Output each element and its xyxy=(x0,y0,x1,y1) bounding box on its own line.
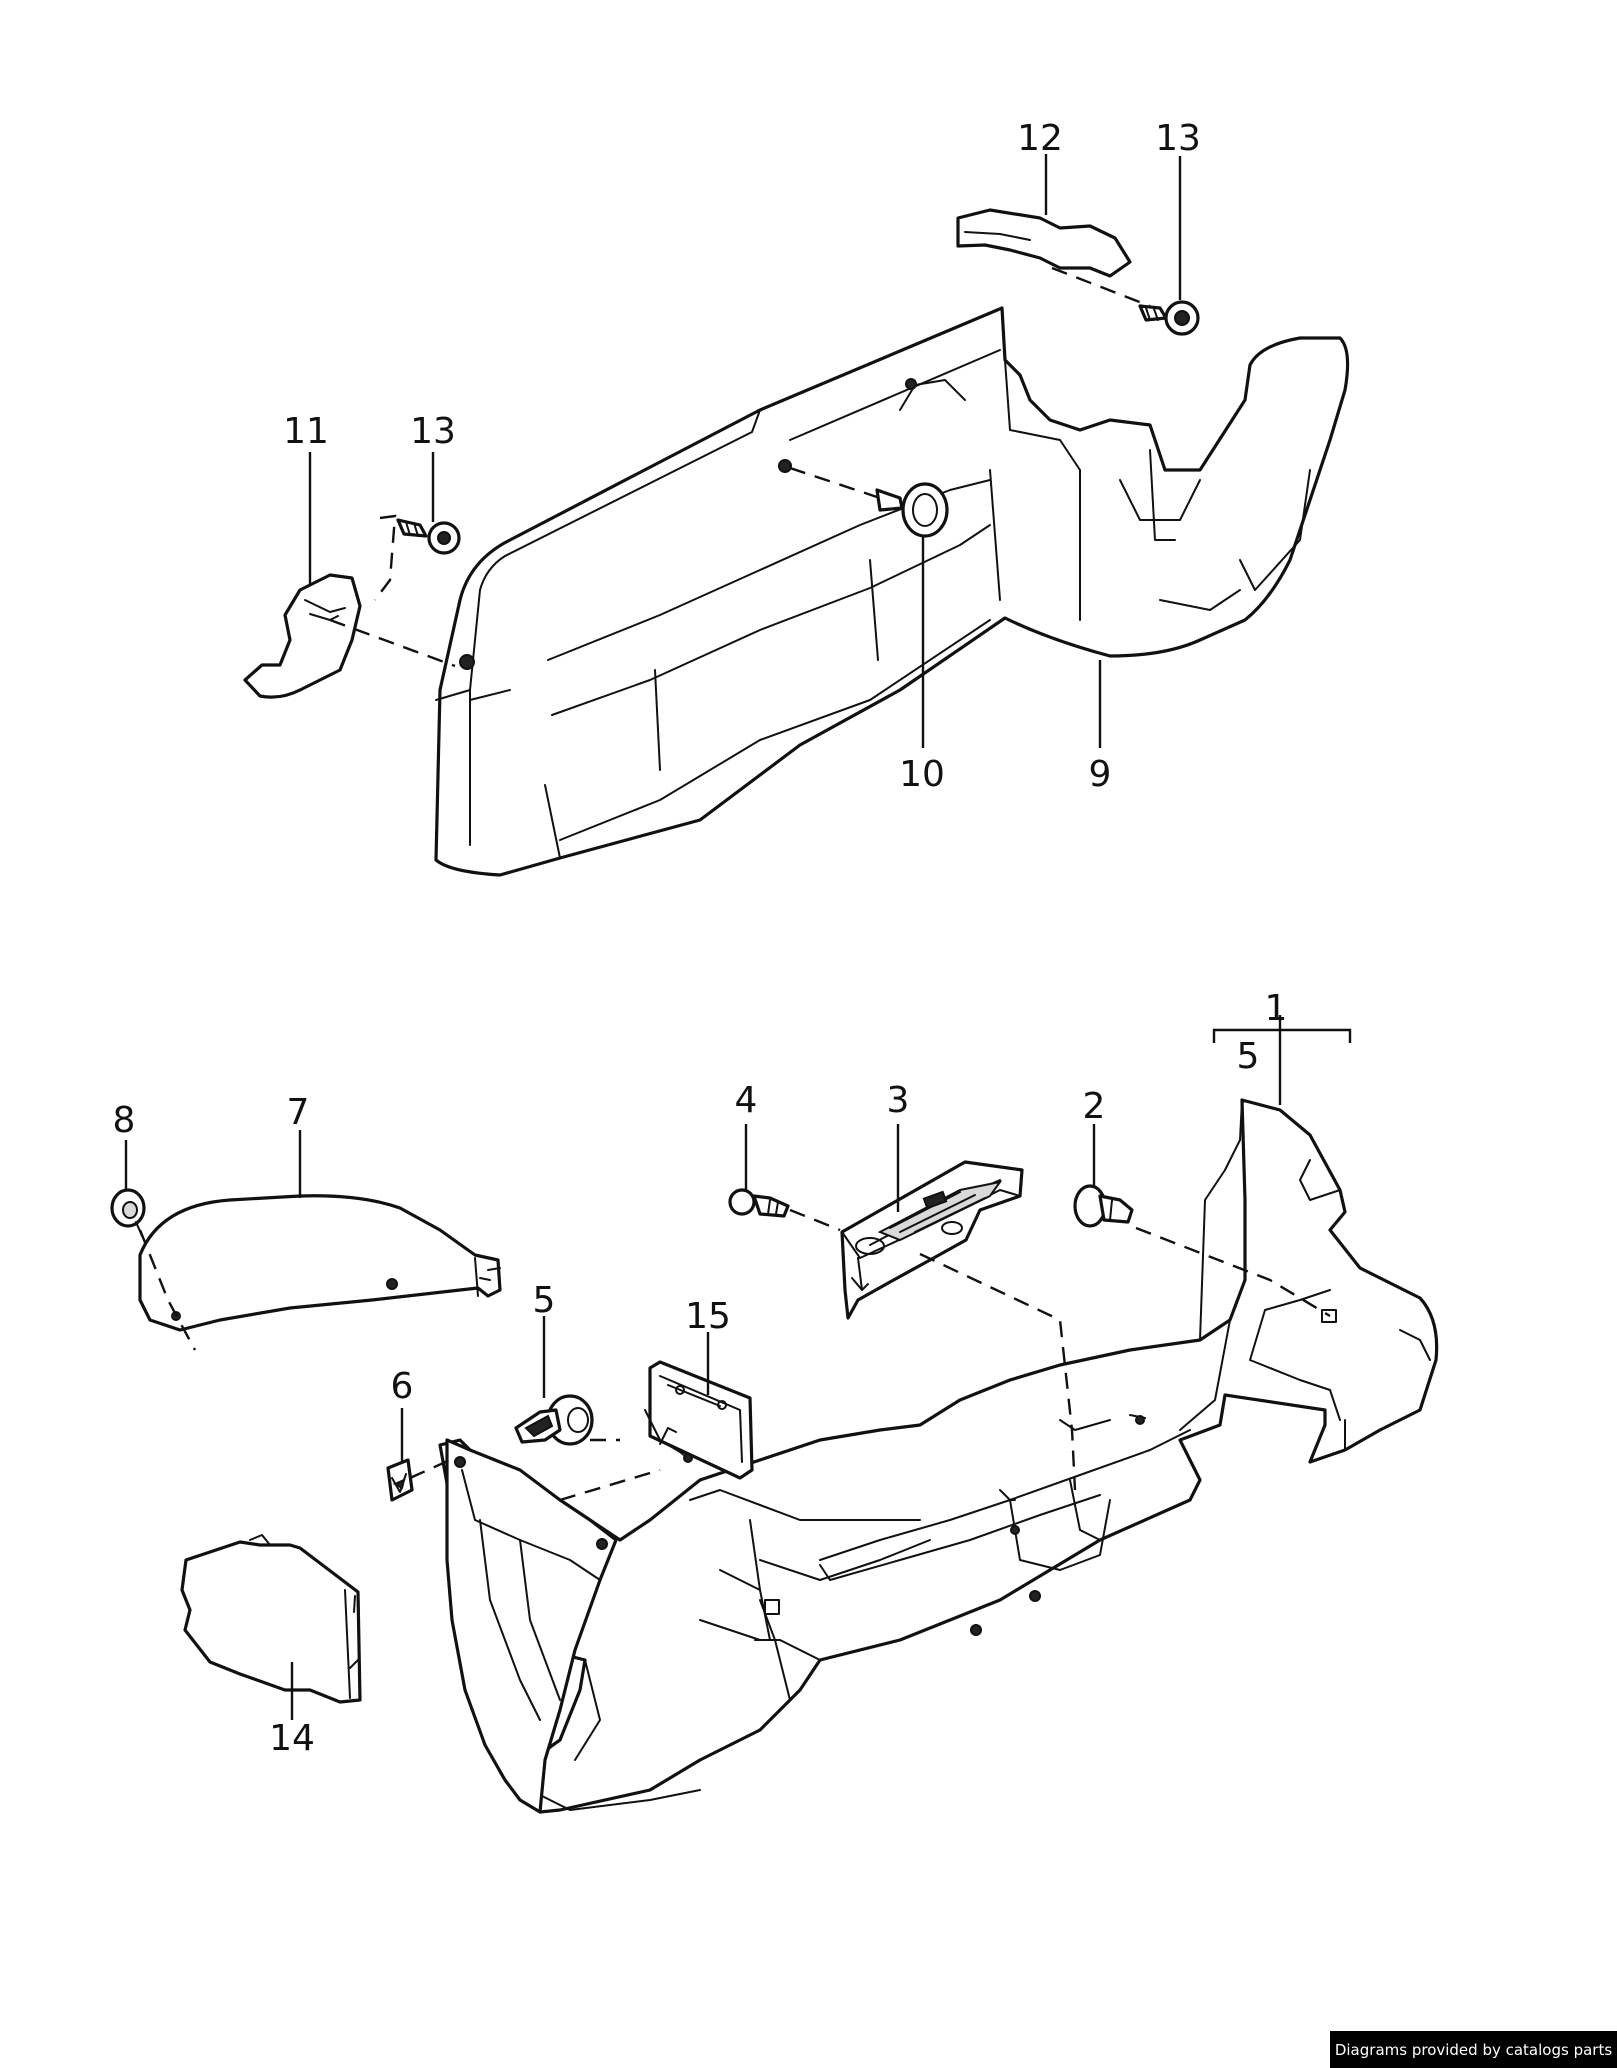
part-13-screw-upper-right xyxy=(1138,300,1200,336)
assembly-line-15 xyxy=(559,1468,661,1502)
part-14-side-cover xyxy=(180,1534,362,1704)
assembly-line-4 xyxy=(789,1208,841,1232)
diagram-credit-banner: Diagrams provided by catalogs parts xyxy=(1330,2031,1617,2068)
callout-7: 7 xyxy=(287,1092,310,1133)
part-2-push-clip xyxy=(1073,1184,1134,1228)
callout-5: 5 xyxy=(533,1280,556,1321)
callout-13-upper-right: 13 xyxy=(1155,118,1201,159)
part-5-side-panel xyxy=(445,1438,618,1814)
callout-1: 1 xyxy=(1265,988,1288,1029)
assembly-line-10 xyxy=(789,466,881,500)
assembly-line-2 xyxy=(1135,1226,1331,1318)
callout-8: 8 xyxy=(113,1100,136,1141)
part-9-side-trim-panel xyxy=(434,306,1350,877)
callout-12: 12 xyxy=(1017,118,1063,159)
callout-9: 9 xyxy=(1089,754,1112,795)
assembly-line-12 xyxy=(1051,266,1151,308)
callout-3: 3 xyxy=(887,1080,910,1121)
part-4-screw xyxy=(728,1188,790,1218)
assembly-line-6 xyxy=(409,1458,451,1480)
callout-4: 4 xyxy=(735,1080,758,1121)
part-5-clip xyxy=(514,1394,594,1446)
callout-5-kit: 5 xyxy=(1237,1036,1260,1077)
part-11-bracket xyxy=(243,573,362,699)
part-8-nut xyxy=(110,1188,146,1237)
part-6-clip xyxy=(386,1458,414,1502)
part-13-screw-left xyxy=(396,518,461,555)
callout-14: 14 xyxy=(269,1718,315,1759)
callout-2: 2 xyxy=(1083,1086,1106,1127)
bracket-1 xyxy=(1212,1028,1352,1043)
part-10-push-rivet xyxy=(875,482,949,538)
part-15-lamp xyxy=(644,1360,754,1480)
callout-13-left: 13 xyxy=(410,411,456,452)
assembly-line-11 xyxy=(329,618,456,668)
callout-6: 6 xyxy=(391,1366,414,1407)
part-7-wheel-arch-trim xyxy=(138,1194,502,1332)
callout-15: 15 xyxy=(685,1296,731,1337)
assembly-line-13a xyxy=(374,514,397,601)
part-12-top-bracket xyxy=(956,208,1132,278)
assembly-line-8 xyxy=(138,1229,197,1351)
callout-11: 11 xyxy=(283,411,329,452)
assembly-line-3 xyxy=(919,1252,1077,1491)
diagram-credit-text: Diagrams provided by catalogs parts xyxy=(1334,2040,1613,2059)
callout-10: 10 xyxy=(899,754,945,795)
part-3-grip-plate xyxy=(840,1160,1024,1320)
